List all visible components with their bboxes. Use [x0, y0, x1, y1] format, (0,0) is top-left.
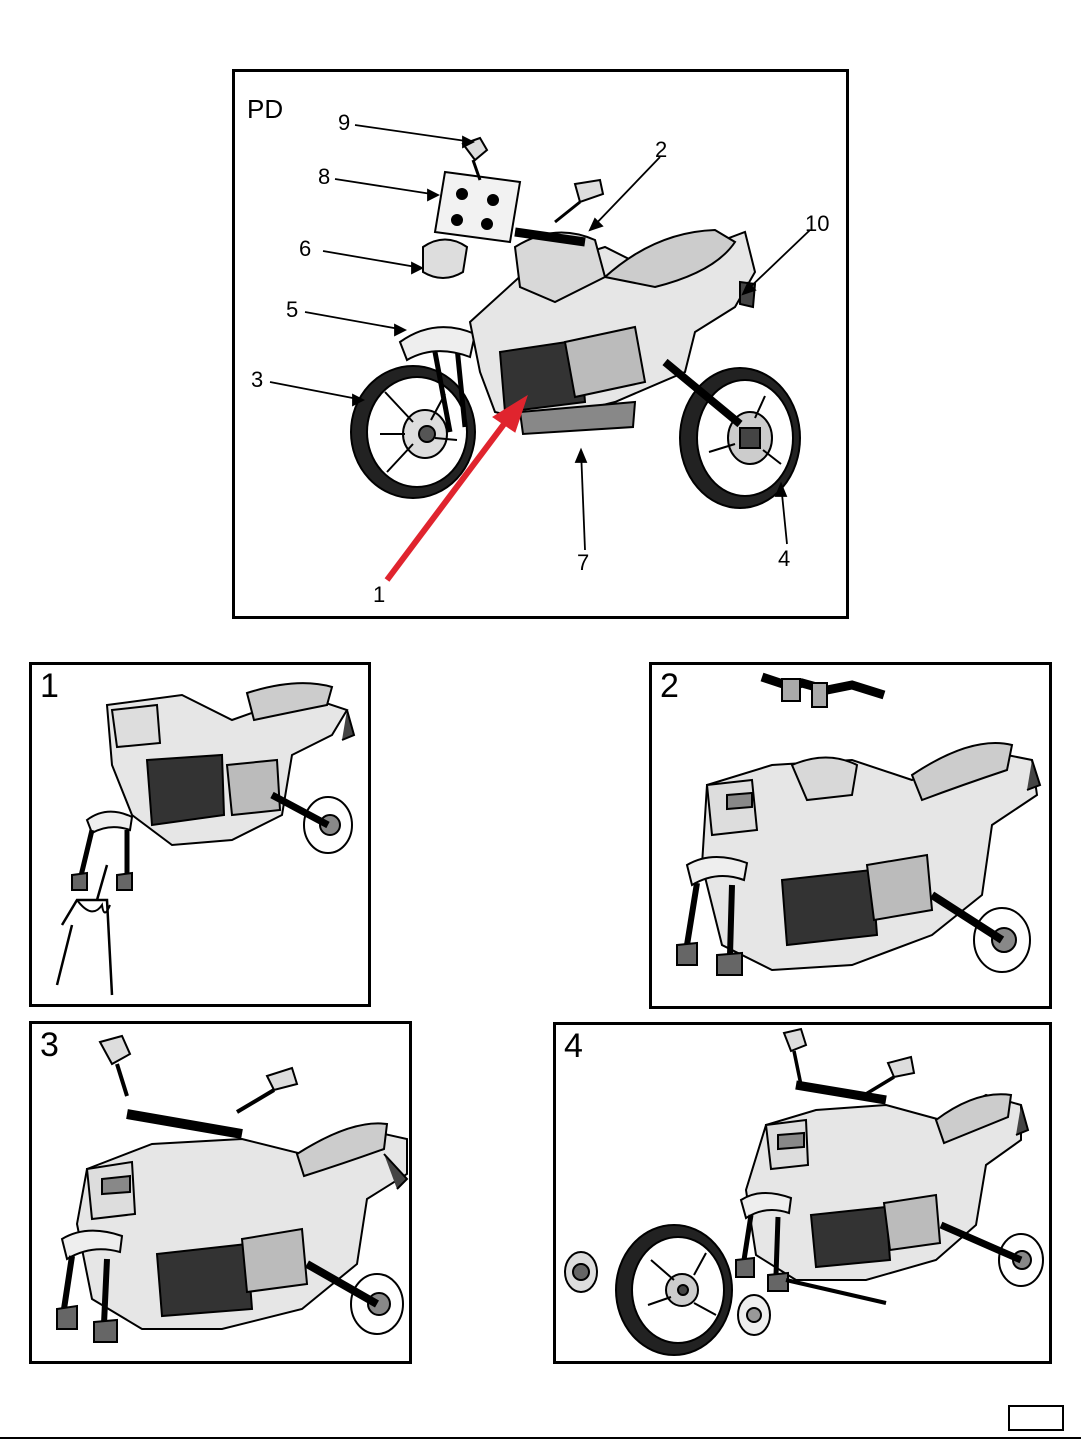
callout-10: 10: [805, 213, 829, 235]
windscreen: [435, 172, 520, 242]
callout-9: 9: [338, 112, 350, 134]
motorcycle-illustration: [235, 72, 846, 616]
step-3-illustration: [32, 1024, 409, 1361]
callout-3: 3: [251, 369, 263, 391]
callout-6: 6: [299, 238, 311, 260]
callout-4: 4: [778, 548, 790, 570]
step-3-panel: 3: [29, 1021, 412, 1364]
mirror-right: [575, 180, 603, 202]
step-1-illustration: [32, 665, 368, 1004]
step-4-panel: 4: [553, 1022, 1052, 1364]
headlight: [423, 240, 467, 279]
callout-1: 1: [373, 584, 385, 606]
callout-5: 5: [286, 299, 298, 321]
step-4-illustration: [556, 1025, 1049, 1361]
step-2-panel: 2: [649, 662, 1052, 1009]
step-2-illustration: [652, 665, 1049, 1006]
callout-8: 8: [318, 166, 330, 188]
front-wheel: [351, 366, 475, 498]
page-number-box: [1008, 1405, 1064, 1431]
callout-7: 7: [577, 552, 589, 574]
step-1-panel: 1: [29, 662, 371, 1007]
footer-rule: [0, 1437, 1081, 1439]
parts-diagram-panel: PD: [232, 69, 849, 619]
callout-2: 2: [655, 139, 667, 161]
